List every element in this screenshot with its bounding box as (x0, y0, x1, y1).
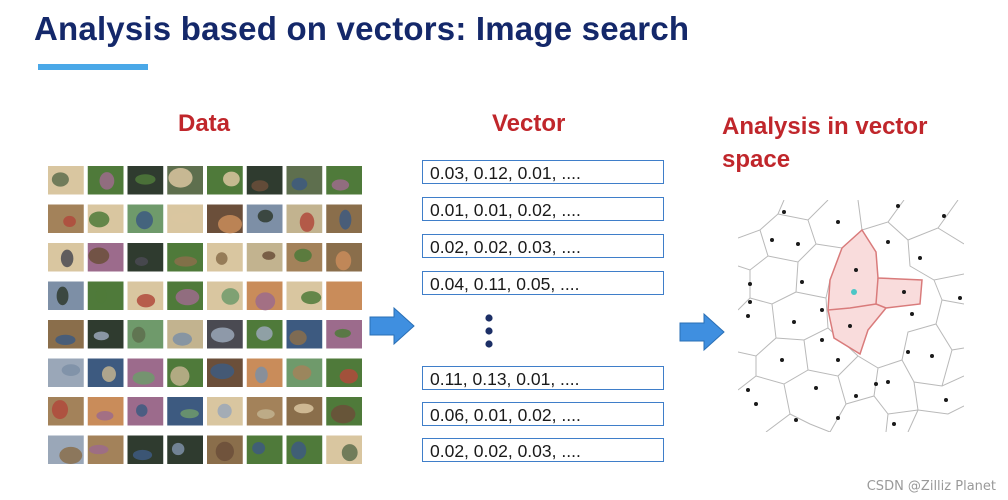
image-thumbnail (127, 243, 164, 272)
thumbnail-subject (171, 212, 193, 223)
thumbnail-subject (291, 177, 308, 191)
thumbnail-subject (180, 409, 199, 419)
thumbnail-subject (341, 444, 358, 462)
thumbnail-subject (56, 286, 69, 306)
page-title: Analysis based on vectors: Image search (34, 10, 690, 47)
thumbnail-subject (339, 209, 352, 230)
arrow-right-icon (678, 312, 726, 357)
image-grid (46, 162, 364, 470)
thumbnail-subject (88, 211, 110, 228)
vector-box: 0.04, 0.11, 0.05, .... (422, 271, 664, 295)
thumbnail-subject (172, 332, 192, 346)
watermark: CSDN @Zilliz Planet (866, 479, 996, 494)
voronoi-diagram (737, 199, 965, 437)
thumbnail-subject (331, 179, 350, 191)
thumbnail-subject (132, 449, 153, 461)
ellipsis-dots-icon (482, 314, 496, 353)
vector-box: 0.06, 0.01, 0.02, .... (422, 402, 664, 426)
thumbnail-subject (171, 442, 185, 456)
thumbnail-subject (257, 209, 274, 223)
thumbnail-subject (61, 364, 81, 377)
thumbnail-subject (255, 366, 268, 384)
thumbnail-subject (289, 330, 307, 346)
thumbnail-subject (251, 180, 269, 192)
thumbnail-subject (334, 328, 351, 338)
vector-box: 0.02, 0.02, 0.03, .... (422, 438, 664, 462)
vector-box: 0.11, 0.13, 0.01, .... (422, 366, 664, 390)
thumbnail-subject (135, 211, 153, 230)
thumbnail-subject (63, 215, 76, 228)
thumbnail-subject (335, 251, 352, 271)
thumbnail-subject (132, 326, 146, 343)
thumbnail-subject (136, 293, 156, 308)
thumbnail-subject (210, 363, 235, 380)
title-underline (38, 64, 148, 70)
data-heading: Data (178, 110, 231, 137)
thumbnail-subject (175, 289, 200, 306)
thumbnail-subject (210, 327, 235, 343)
thumbnail-subject (255, 292, 276, 311)
thumbnail-subject (134, 257, 149, 266)
thumbnail-subject (291, 441, 307, 460)
thumbnail-subject (292, 365, 312, 381)
vector-box: 0.03, 0.12, 0.01, .... (422, 160, 664, 184)
thumbnail-subject (170, 366, 190, 386)
thumbnail-subject (88, 247, 110, 264)
thumbnail-subject (218, 215, 242, 234)
thumbnail-subject (339, 368, 358, 384)
thumbnail-subject (88, 444, 109, 455)
thumbnail-subject (136, 404, 148, 417)
thumbnail-subject (256, 326, 273, 341)
thumbnail-subject (96, 411, 114, 421)
thumbnail-subject (330, 404, 356, 424)
thumbnail-subject (51, 400, 69, 420)
thumbnail-subject (215, 252, 228, 265)
thumbnail-subject (332, 288, 356, 306)
thumbnail-subject (132, 371, 155, 385)
thumbnail-subject (301, 291, 322, 305)
thumbnail-subject (168, 168, 193, 188)
thumbnail-subject (223, 171, 240, 187)
thumbnail-subject (215, 441, 234, 462)
thumbnail-subject (262, 251, 276, 260)
query-point (851, 289, 857, 295)
thumbnail-subject (51, 172, 69, 187)
thumbnail-subject (256, 409, 275, 419)
thumbnail-subject (221, 288, 240, 305)
thumbnail-subject (174, 256, 198, 267)
thumbnail-subject (299, 212, 315, 232)
thumbnail-subject (55, 334, 76, 346)
thumbnail-subject (95, 287, 107, 304)
thumbnail-subject (59, 446, 83, 464)
image-thumbnails (48, 166, 362, 464)
analysis-heading: Analysis in vector space (722, 113, 928, 173)
thumbnail-subject (93, 331, 109, 341)
arrow-right-icon (368, 306, 416, 351)
thumbnail-subject (294, 248, 312, 262)
thumbnail-subject (60, 249, 74, 268)
vector-box: 0.01, 0.01, 0.02, .... (422, 197, 664, 221)
thumbnail-subject (217, 403, 232, 419)
thumbnail-subject (293, 403, 314, 414)
thumbnail-subject (101, 366, 116, 382)
thumbnail-subject (135, 174, 156, 185)
thumbnail-subject (252, 441, 266, 455)
vector-box: 0.02, 0.02, 0.03, .... (422, 234, 664, 258)
vector-heading: Vector (492, 110, 566, 137)
thumbnail-subject (99, 172, 115, 190)
